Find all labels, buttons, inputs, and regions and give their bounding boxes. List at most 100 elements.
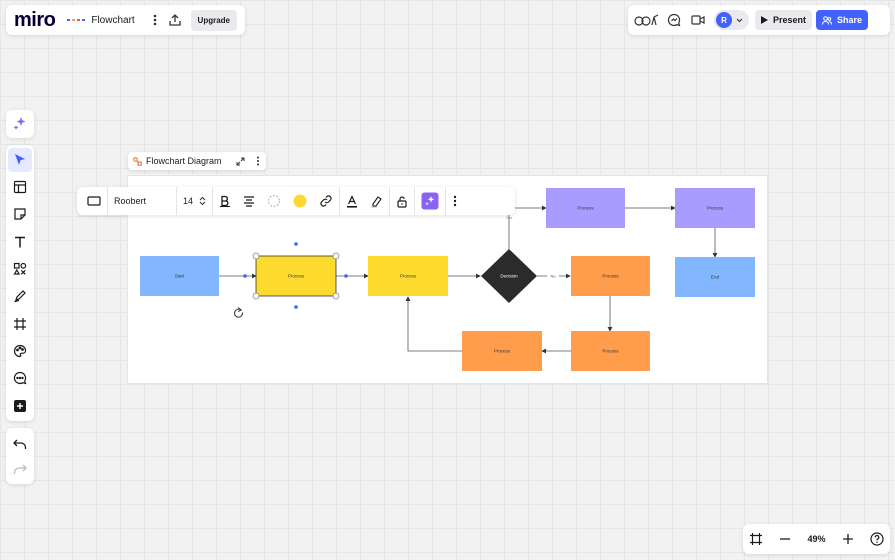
format-toolbar: Roobert 14: [77, 187, 515, 215]
process-2-text: Process: [400, 274, 417, 279]
link-icon[interactable]: [319, 194, 333, 208]
reactions-icon[interactable]: [632, 8, 662, 32]
rotate-handle-icon[interactable]: [234, 307, 244, 318]
select-tool[interactable]: [8, 148, 32, 172]
frame-diagram-icon: [133, 156, 142, 166]
start-shape[interactable]: Start: [140, 256, 219, 296]
process-purple-1[interactable]: Process: [546, 188, 625, 228]
zoom-in-icon[interactable]: [842, 533, 854, 545]
templates-tool[interactable]: [8, 175, 32, 199]
pen-tool[interactable]: [8, 284, 32, 308]
sticky-note-icon: [14, 208, 26, 221]
process-shape-selected[interactable]: Process: [255, 255, 337, 297]
text-style-group: [213, 187, 341, 215]
ai-assistant-panel: [6, 110, 34, 138]
export-icon[interactable]: [165, 8, 185, 32]
process-orange-1[interactable]: Process: [571, 256, 650, 296]
avatar[interactable]: R: [716, 12, 732, 28]
process-shape-2[interactable]: Process: [368, 256, 448, 296]
chat-icon[interactable]: [662, 8, 686, 32]
present-label: Present: [773, 15, 807, 25]
text-color-icon[interactable]: [346, 194, 358, 208]
process-purple-2-text: Process: [707, 206, 724, 211]
increase-font-icon[interactable]: [199, 196, 206, 201]
connector-decision-yes[interactable]: [508, 205, 547, 249]
ai-group: [415, 187, 447, 215]
more-vertical-icon[interactable]: [452, 195, 458, 207]
sparkle-icon[interactable]: [12, 116, 28, 132]
collaborators-dropdown[interactable]: R: [714, 10, 749, 30]
fit-frame-icon[interactable]: [749, 532, 763, 546]
highlighter-icon[interactable]: [370, 195, 383, 208]
color-group: [340, 187, 391, 215]
redo-icon[interactable]: [13, 463, 27, 475]
more-group: [446, 187, 464, 215]
board-icon: [67, 16, 86, 24]
frame-title[interactable]: Flowchart Diagram: [146, 156, 222, 166]
play-icon: [761, 16, 768, 24]
shapes-icon: [13, 262, 27, 275]
top-right-panel: R Present Share: [628, 5, 890, 35]
more-tools[interactable]: [8, 394, 32, 418]
unlock-icon[interactable]: [396, 195, 408, 208]
process-selected-text: Process: [288, 274, 305, 279]
expand-icon[interactable]: [236, 157, 245, 166]
zoom-out-icon[interactable]: [779, 533, 791, 545]
no-label: No: [550, 274, 556, 279]
share-label: Share: [837, 15, 863, 25]
shapes-tool[interactable]: [8, 257, 32, 281]
selection-handles[interactable]: [243, 242, 348, 309]
fill-color-icon[interactable]: [293, 194, 307, 208]
rectangle-icon: [87, 196, 101, 206]
align-center-icon[interactable]: [243, 195, 255, 207]
shape-type-button[interactable]: [81, 187, 108, 215]
bold-icon[interactable]: [219, 195, 231, 207]
process-purple-1-text: Process: [577, 206, 594, 211]
decrease-font-icon[interactable]: [199, 201, 206, 206]
miro-logo[interactable]: miro: [14, 9, 56, 31]
comment-tool[interactable]: [8, 366, 32, 390]
present-button[interactable]: Present: [755, 10, 813, 30]
pen-icon: [14, 290, 26, 303]
help-icon[interactable]: [870, 532, 884, 546]
end-text: End: [711, 275, 720, 280]
comment-icon: [13, 372, 27, 385]
process-orange-1-text: Process: [602, 274, 619, 279]
users-icon: [822, 15, 833, 25]
palette-icon: [13, 344, 27, 358]
text-tool[interactable]: [8, 230, 32, 254]
chevron-down-icon: [736, 18, 743, 22]
more-vertical-icon[interactable]: [145, 8, 165, 32]
board-title[interactable]: Flowchart: [91, 14, 135, 26]
sticky-note-tool[interactable]: [8, 203, 32, 227]
process-orange-3[interactable]: Process: [462, 331, 542, 371]
process-orange-2[interactable]: Process: [571, 331, 650, 371]
font-size-control[interactable]: 14: [177, 187, 214, 215]
history-panel: [6, 428, 34, 484]
undo-icon[interactable]: [13, 438, 27, 450]
apps-tool[interactable]: [8, 339, 32, 363]
frame-tool[interactable]: [8, 312, 32, 336]
font-size-value: 14: [183, 196, 194, 206]
font-family-value: Roobert: [114, 196, 147, 206]
plus-square-icon: [14, 399, 26, 412]
process-orange-3-text: Process: [494, 349, 511, 354]
border-style-icon[interactable]: [267, 194, 281, 208]
ai-sparkle-icon[interactable]: [421, 192, 439, 210]
process-purple-2[interactable]: Process: [675, 188, 755, 228]
text-icon: [15, 236, 25, 248]
flowchart-canvas: Yes No Start Process Process Decision Pr…: [140, 188, 755, 371]
upgrade-button[interactable]: Upgrade: [190, 9, 237, 31]
more-vertical-icon[interactable]: [255, 156, 261, 166]
zoom-level[interactable]: 49%: [807, 534, 826, 544]
decision-shape[interactable]: Decision: [481, 249, 537, 303]
video-icon[interactable]: [686, 8, 710, 32]
end-shape[interactable]: End: [675, 257, 755, 297]
connector-loop-back[interactable]: [405, 296, 462, 352]
font-family-select[interactable]: Roobert: [108, 187, 177, 215]
share-button[interactable]: Share: [816, 10, 869, 30]
zoom-panel: 49%: [743, 524, 890, 554]
decision-text: Decision: [500, 274, 518, 279]
tools-panel: [6, 145, 34, 421]
frame-label-panel: Flowchart Diagram: [128, 152, 266, 170]
